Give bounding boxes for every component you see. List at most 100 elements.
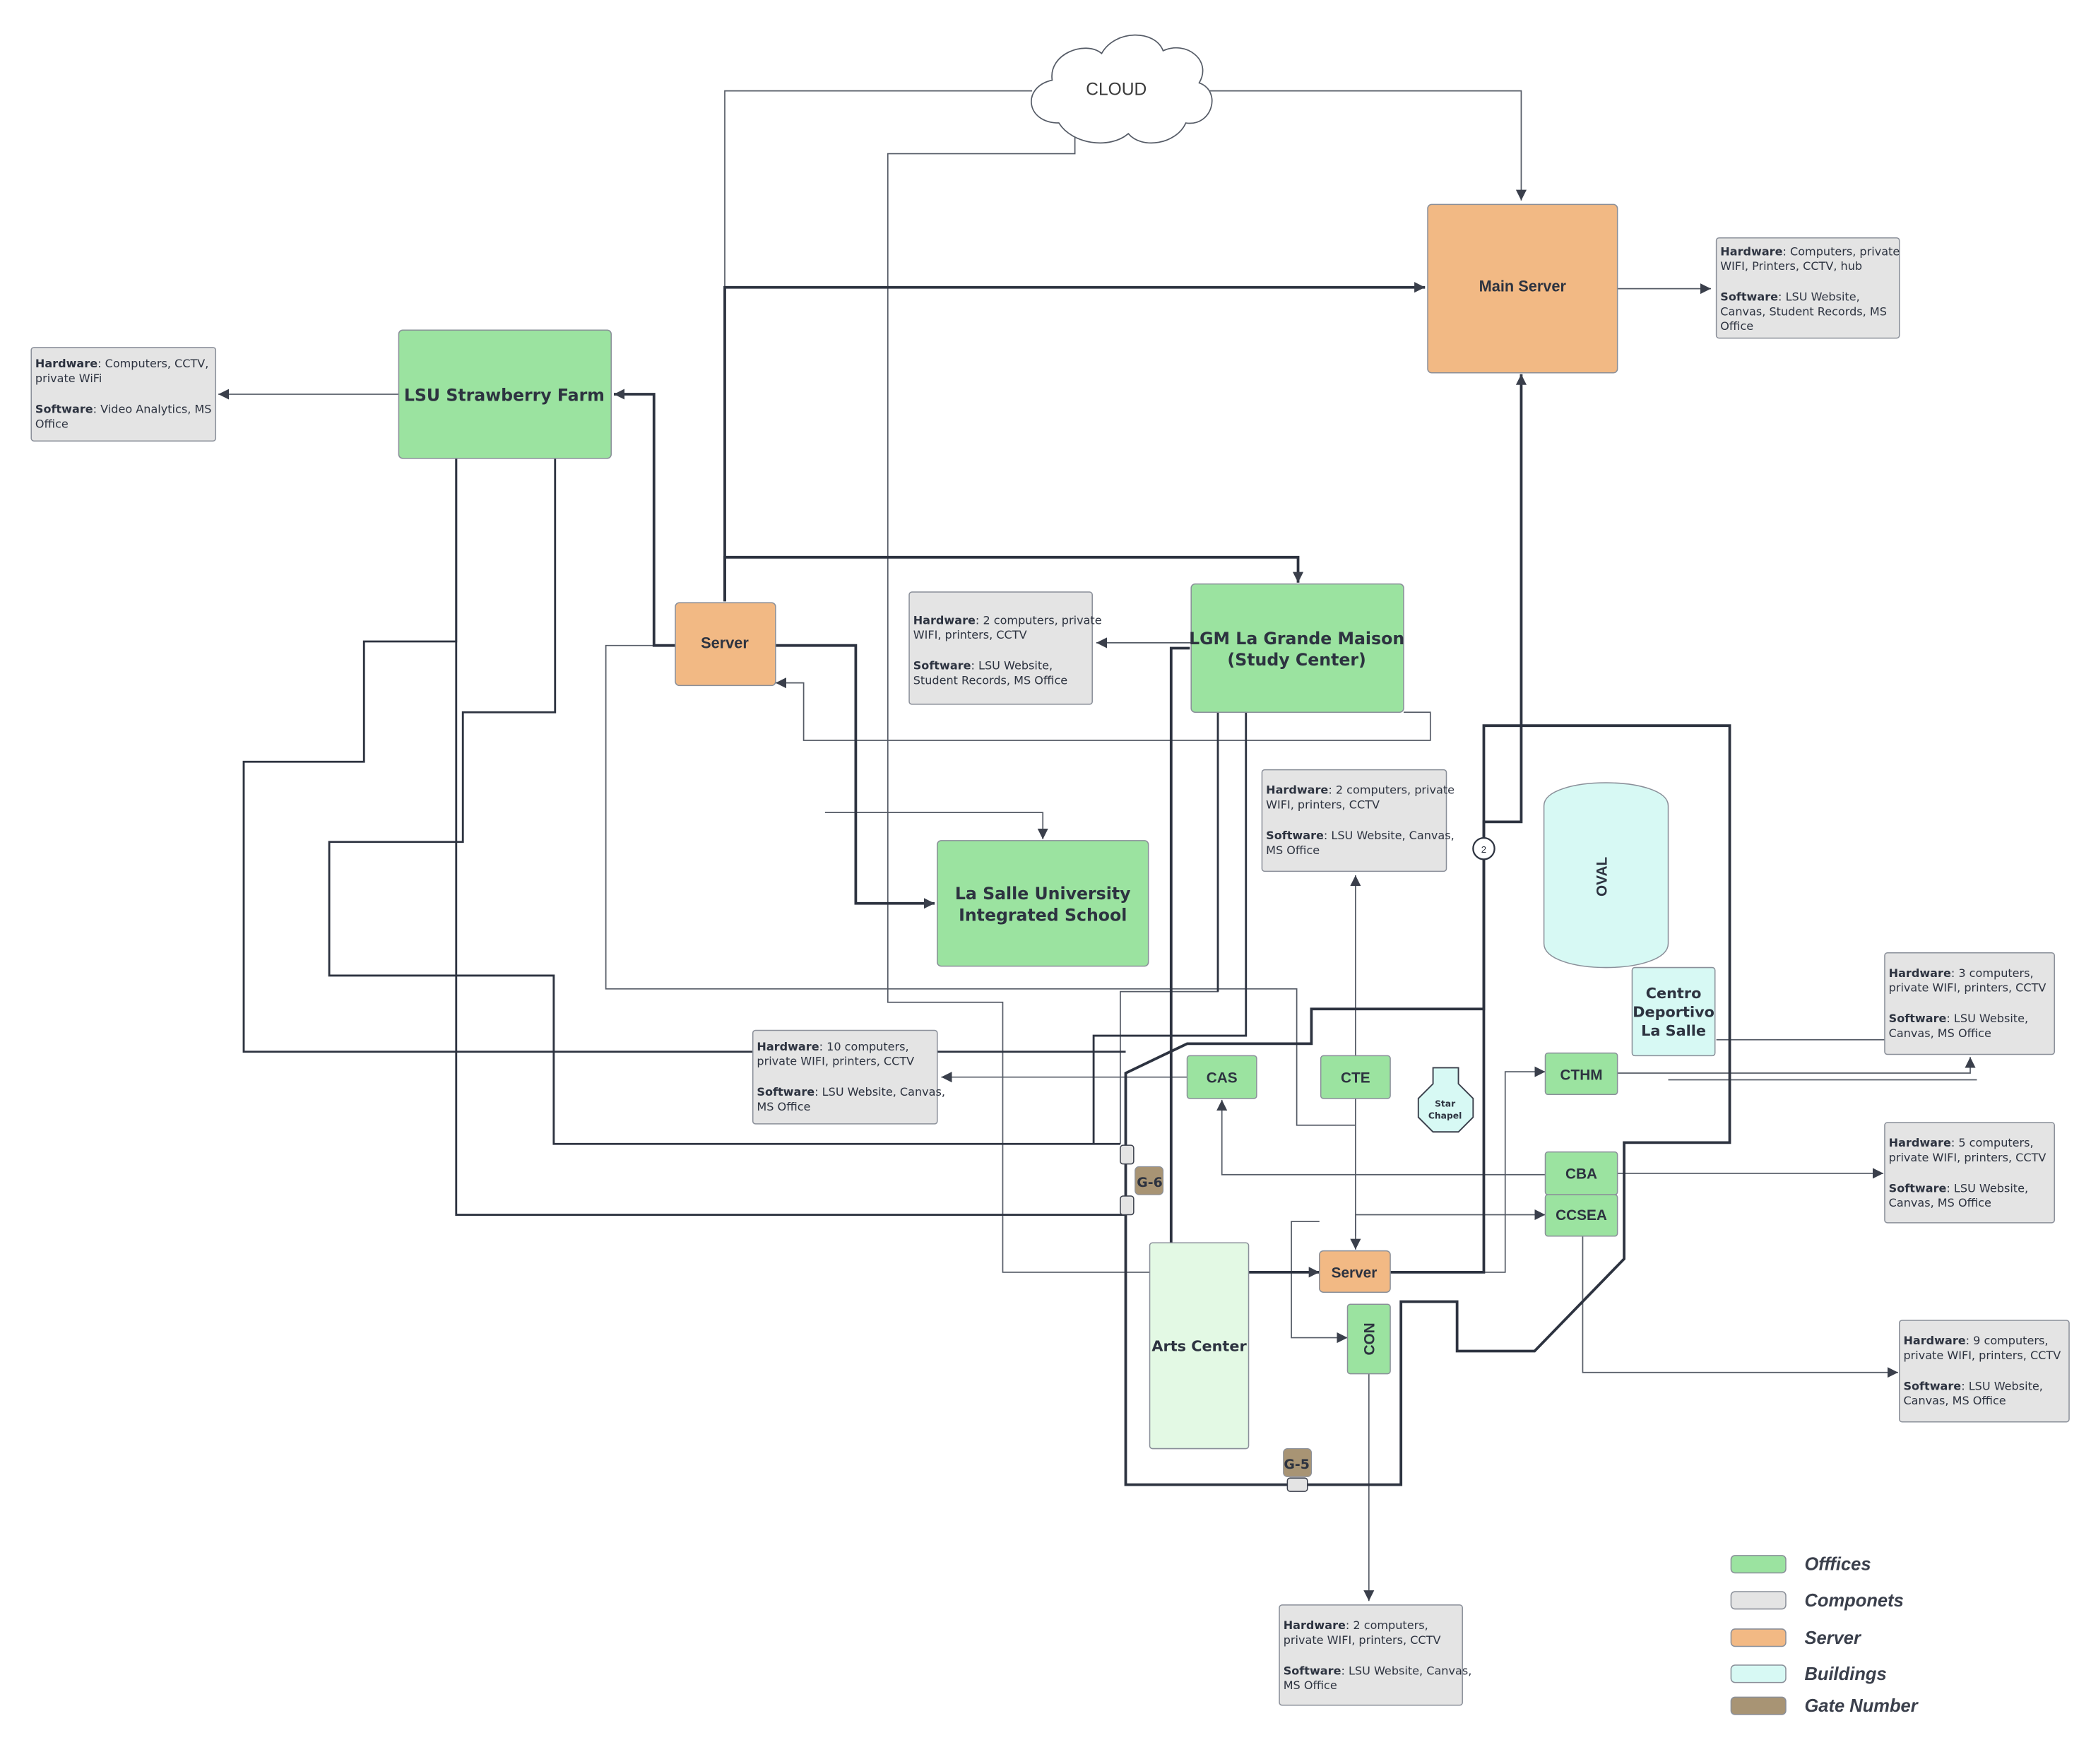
server-to-con-line <box>1291 1221 1348 1344</box>
legend-swatch-gate <box>1730 1696 1787 1715</box>
component-cte-box <box>1261 769 1447 872</box>
svg-text:Hardware: Computers, CCTV,: Hardware: Computers, CCTV, <box>35 357 208 370</box>
oval-shape[interactable] <box>1543 782 1669 969</box>
node-cte[interactable]: CTE <box>1320 1055 1391 1099</box>
cas-label: CAS <box>1207 1070 1238 1086</box>
integrated-school-box[interactable] <box>937 840 1149 967</box>
main-sw-line2: Canvas, Student Records, MS <box>1720 304 1887 318</box>
centro-box[interactable] <box>1631 966 1716 1057</box>
arts-center-box[interactable] <box>1149 1242 1250 1450</box>
cloud-label: CLOUD <box>1086 80 1147 99</box>
node-lgm[interactable]: LGM La Grande Maison (Study Center) <box>1189 583 1404 714</box>
node-cas[interactable]: CAS <box>1186 1055 1257 1099</box>
star-chapel-shape[interactable] <box>1417 1067 1474 1133</box>
node-main-server[interactable]: Main Server <box>1427 203 1618 374</box>
arts-center-label: Arts Center <box>1151 1337 1247 1354</box>
integrated-label-line2: Integrated School <box>959 905 1127 925</box>
gate-5-badge[interactable] <box>1283 1448 1313 1477</box>
node-strawberry-farm[interactable]: LSU Strawberry Farm <box>398 329 612 459</box>
centro-label-line1: Centro <box>1646 985 1702 1002</box>
cba-hw-label: Hardware <box>1889 1136 1951 1149</box>
integrated-label-line1: La Salle University <box>955 884 1131 904</box>
main-hw-line2: WIFI, Printers, CCTV, hub <box>1720 259 1862 273</box>
con-label: CON <box>1361 1322 1378 1355</box>
node-con[interactable]: CON <box>1346 1303 1391 1375</box>
server-top-box[interactable] <box>675 602 776 687</box>
node-centro-deportivo[interactable]: Centro Deportivo La Salle <box>1631 966 1716 1057</box>
cas-sw-line2: MS Office <box>757 1100 810 1113</box>
cba-to-cas-line <box>1216 1099 1546 1176</box>
cthm-hw-line1: : 3 computers, <box>1951 966 2034 980</box>
server-bottom-box[interactable] <box>1319 1250 1391 1293</box>
ccsea-box[interactable] <box>1544 1194 1618 1237</box>
server-to-lgm-line <box>723 555 1304 602</box>
svg-text:Hardware: 5 computers,: Hardware: 5 computers, <box>1889 1136 2034 1149</box>
gate-6-badge[interactable] <box>1135 1166 1164 1195</box>
farm-hw-line2: private WiFi <box>35 372 102 385</box>
strawberry-farm-box[interactable] <box>398 329 612 459</box>
legend-label-buildings: Buildings <box>1804 1664 1886 1684</box>
con-sw-line1: : LSU Website, Canvas, <box>1341 1664 1471 1677</box>
svg-text:Hardware: 3 computers,: Hardware: 3 computers, <box>1889 966 2034 980</box>
svg-text:Hardware: 2 computers, private: Hardware: 2 computers, private <box>913 613 1102 627</box>
lgm-box[interactable] <box>1190 583 1404 714</box>
cte-box[interactable] <box>1320 1055 1391 1099</box>
cte-hw-line2: WIFI, printers, CCTV <box>1266 798 1380 811</box>
node-server-top[interactable]: Server <box>675 602 776 687</box>
lgm-label-line1: LGM La Grande Maison <box>1189 629 1404 649</box>
main-sw-label: Software <box>1720 290 1778 304</box>
gate-5[interactable]: G-5 <box>1283 1448 1313 1492</box>
cba-hw-line2: private WIFI, printers, CCTV <box>1889 1151 2046 1164</box>
cte-label: CTE <box>1341 1070 1370 1086</box>
farm-paths <box>242 458 1248 1216</box>
node-oval[interactable]: OVAL <box>1543 782 1669 969</box>
oval-label: OVAL <box>1594 857 1611 897</box>
ccsea-hw-line1: : 9 computers, <box>1966 1334 2049 1347</box>
campus-boundary <box>1124 724 1731 1486</box>
farm-hw-label: Hardware <box>35 357 97 370</box>
marker-label: 2 <box>1481 844 1486 855</box>
ccsea-hw-label: Hardware <box>1903 1334 1965 1347</box>
con-box[interactable] <box>1346 1303 1391 1375</box>
gate-6[interactable]: G-6 <box>1120 1144 1164 1216</box>
svg-text:Software: LSU Website,: Software: LSU Website, <box>1889 1012 2028 1025</box>
main-hw-label: Hardware <box>1720 244 1782 258</box>
marker-circle: 2 <box>1472 836 1495 860</box>
component-cba: Hardware: 5 computers, private WIFI, pri… <box>1884 1122 2055 1224</box>
lgm-sw-label: Software <box>913 659 971 673</box>
cthm-box[interactable] <box>1544 1052 1618 1096</box>
main-server-box[interactable] <box>1427 203 1618 374</box>
node-arts-center[interactable]: Arts Center <box>1149 1242 1250 1450</box>
cthm-sw-label: Software <box>1889 1012 1947 1025</box>
node-cba[interactable]: CBA <box>1544 1151 1618 1195</box>
svg-text:Software: LSU Website,: Software: LSU Website, <box>1889 1181 2028 1195</box>
lgm-return-line <box>775 677 1431 741</box>
server-bottom-label: Server <box>1332 1265 1378 1281</box>
ccsea-sw-line2: Canvas, MS Office <box>1903 1394 2006 1407</box>
cte-hw-line1: : 2 computers, private <box>1328 783 1455 797</box>
component-con: Hardware: 2 computers, private WIFI, pri… <box>1279 1604 1471 1706</box>
component-cthm: Hardware: 3 computers, private WIFI, pri… <box>1884 952 2055 1055</box>
cas-sw-line1: : LSU Website, Canvas, <box>815 1085 945 1099</box>
node-cthm[interactable]: CTHM <box>1544 1052 1618 1096</box>
main-sw-line3: Office <box>1720 319 1753 333</box>
component-strawberry-farm: Hardware: Computers, CCTV, private WiFi … <box>30 347 217 442</box>
legend-label-gate: Gate Number <box>1804 1696 1919 1716</box>
node-integrated-school[interactable]: La Salle University Integrated School <box>937 840 1149 967</box>
node-ccsea[interactable]: CCSEA <box>1544 1194 1618 1237</box>
cthm-sw-line1: : LSU Website, <box>1946 1012 2028 1025</box>
cthm-hw-label: Hardware <box>1889 966 1951 980</box>
cloud-shape <box>1031 34 1213 144</box>
node-server-bottom[interactable]: Server <box>1319 1250 1391 1293</box>
lgm-label-line2: (Study Center) <box>1227 650 1366 670</box>
star-chapel-label-line2: Chapel <box>1428 1111 1462 1120</box>
server-top-label: Server <box>701 634 749 651</box>
svg-text:Hardware: 2 computers,: Hardware: 2 computers, <box>1284 1618 1428 1632</box>
cas-box[interactable] <box>1186 1055 1257 1099</box>
cba-sw-label: Software <box>1889 1181 1947 1195</box>
node-star-chapel[interactable]: Star Chapel <box>1417 1067 1474 1133</box>
con-hw-label: Hardware <box>1284 1618 1346 1632</box>
svg-text:Software: LSU Website, Canvas,: Software: LSU Website, Canvas, <box>1266 829 1455 842</box>
legend-label-server: Server <box>1804 1628 1862 1648</box>
cte-hw-label: Hardware <box>1266 783 1328 797</box>
